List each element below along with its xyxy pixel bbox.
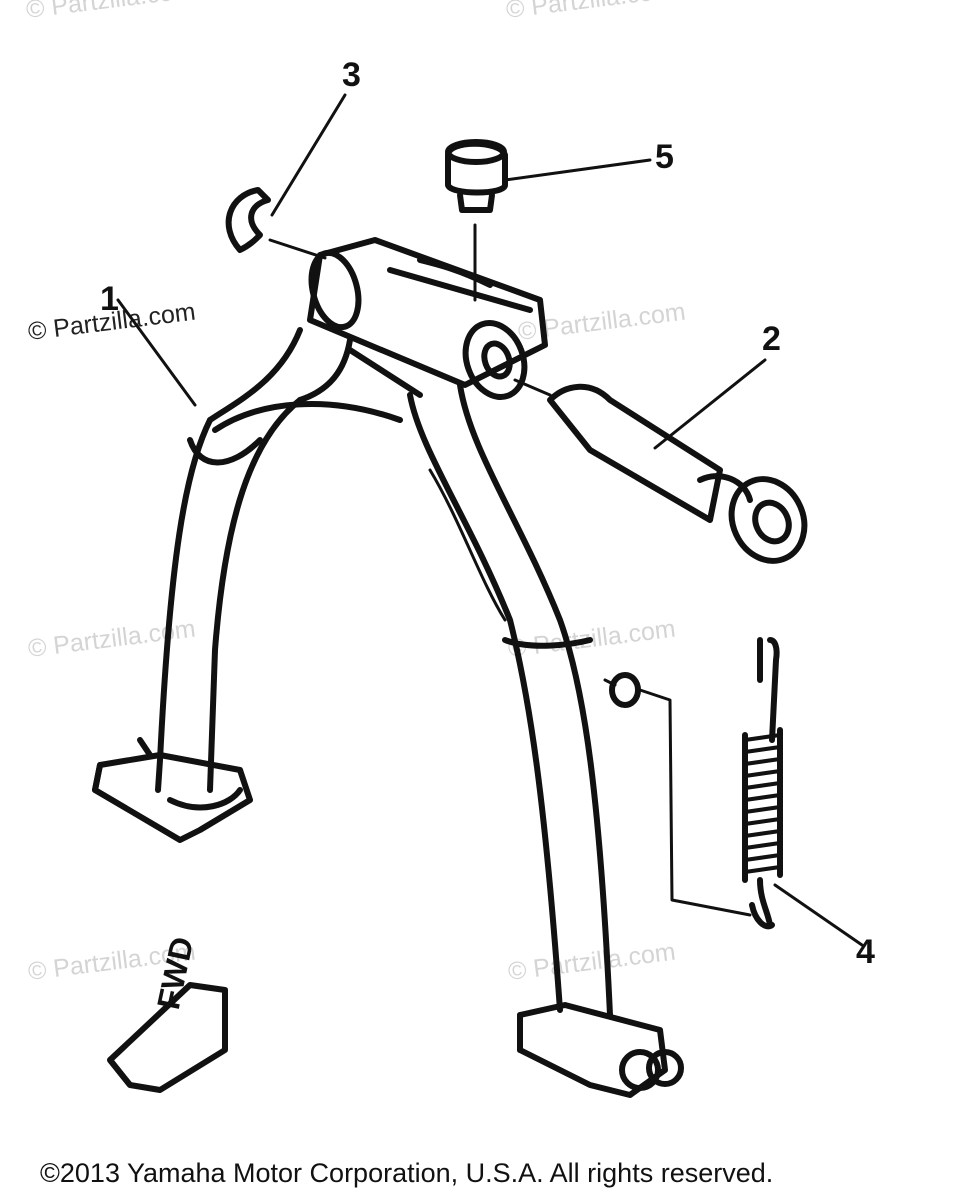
stand-right-foot	[517, 1002, 668, 1098]
leader-2	[653, 358, 767, 450]
stand-right-leg	[407, 392, 563, 1013]
stand-left-leg	[155, 417, 213, 793]
callout-4: 4	[856, 933, 875, 971]
callout-3: 3	[342, 56, 361, 94]
leader-3	[270, 93, 347, 217]
leader-1	[116, 298, 197, 407]
part-cap	[445, 140, 508, 196]
pivot-bracket	[307, 237, 548, 388]
part-clip	[225, 187, 271, 253]
part-shaft	[547, 383, 723, 523]
leader-5	[503, 158, 652, 182]
copyright-footer: ©2013 Yamaha Motor Corporation, U.S.A. A…	[40, 1158, 774, 1188]
callout-2: 2	[762, 320, 781, 358]
leader-4	[773, 883, 864, 947]
stand-left-foot	[92, 752, 253, 843]
part-spring	[767, 637, 780, 743]
fwd-arrow	[107, 982, 228, 1093]
callout-1: 1	[100, 280, 119, 318]
callout-5: 5	[655, 138, 674, 176]
spring-coils	[743, 733, 782, 874]
